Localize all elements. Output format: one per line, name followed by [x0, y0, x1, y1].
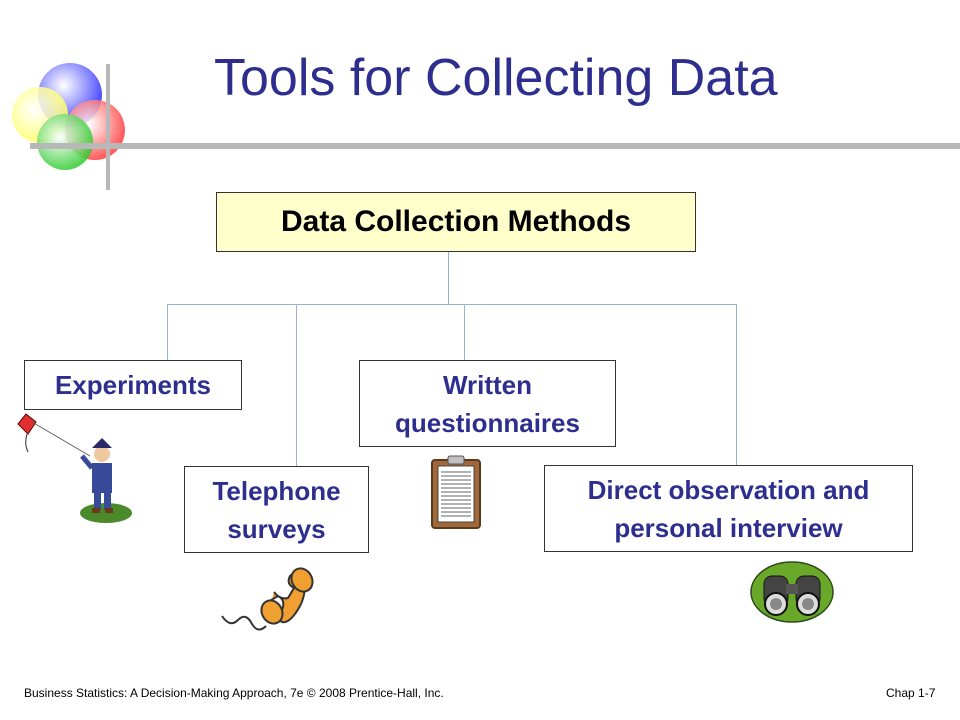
logo-circles-icon: [12, 63, 125, 170]
method-direct: Direct observation and personal intervie…: [544, 465, 913, 552]
root-label: Data Collection Methods: [280, 205, 632, 238]
method-experiments: Experiments: [24, 360, 242, 410]
method-written: Written questionnaires: [359, 360, 616, 447]
clipboard-icon: [431, 455, 481, 529]
connector-written: [464, 304, 465, 360]
connector-experiments: [167, 304, 168, 360]
root-node: Data Collection Methods: [216, 192, 696, 252]
title-rule: [30, 143, 960, 149]
footer-source: Business Statistics: A Decision-Making A…: [24, 686, 444, 700]
page-title: Tools for Collecting Data: [214, 49, 778, 107]
direct-label-line2: personal interview: [614, 512, 843, 543]
connector-root-down: [448, 252, 449, 304]
experiments-label: Experiments: [54, 370, 212, 400]
connector-direct: [736, 304, 737, 465]
connector-horizontal: [167, 304, 737, 305]
telephone-handset-icon: [221, 567, 314, 631]
footer-page-number: Chap 1-7: [886, 686, 936, 700]
method-telephone: Telephone surveys: [184, 466, 369, 553]
binoculars-icon: [750, 561, 834, 623]
telephone-label-line2: surveys: [227, 513, 326, 544]
direct-label-line1: Direct observation and: [587, 474, 870, 505]
written-label-line2: questionnaires: [395, 407, 580, 438]
connector-telephone: [296, 304, 297, 466]
kite-flyer-icon: [17, 413, 132, 523]
telephone-label-line1: Telephone: [212, 475, 341, 506]
title-rule-vertical: [106, 64, 110, 190]
written-label-line1: Written: [442, 369, 533, 400]
